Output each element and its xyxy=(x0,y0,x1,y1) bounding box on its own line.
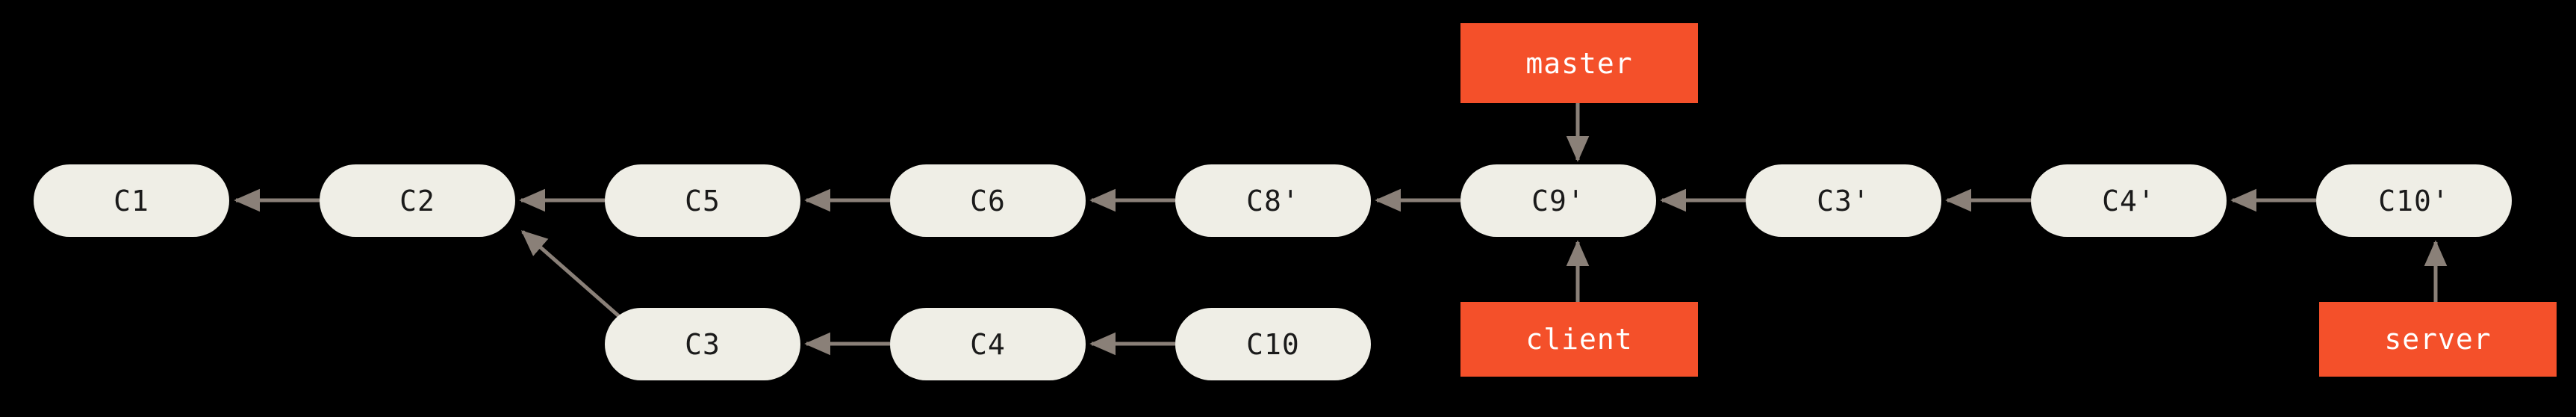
commit-node-c4-prime[interactable]: C4' xyxy=(2031,164,2227,237)
commit-node-c4[interactable]: C4 xyxy=(890,308,1086,380)
commit-node-c5[interactable]: C5 xyxy=(605,164,800,237)
commit-node-c1[interactable]: C1 xyxy=(34,164,229,237)
commit-node-c8-prime[interactable]: C8' xyxy=(1175,164,1371,237)
commit-node-c2[interactable]: C2 xyxy=(320,164,515,237)
commit-node-c6[interactable]: C6 xyxy=(890,164,1086,237)
edge-c3-c2 xyxy=(520,230,621,318)
commit-node-c9-prime[interactable]: C9' xyxy=(1460,164,1656,237)
branch-label-master[interactable]: master xyxy=(1460,23,1698,103)
commit-node-c10-prime[interactable]: C10' xyxy=(2316,164,2512,237)
commit-node-c3[interactable]: C3 xyxy=(605,308,800,380)
branch-label-client[interactable]: client xyxy=(1460,302,1698,377)
commit-node-c10[interactable]: C10 xyxy=(1175,308,1371,380)
branch-label-server[interactable]: server xyxy=(2319,302,2557,377)
commit-node-c3-prime[interactable]: C3' xyxy=(1746,164,1941,237)
